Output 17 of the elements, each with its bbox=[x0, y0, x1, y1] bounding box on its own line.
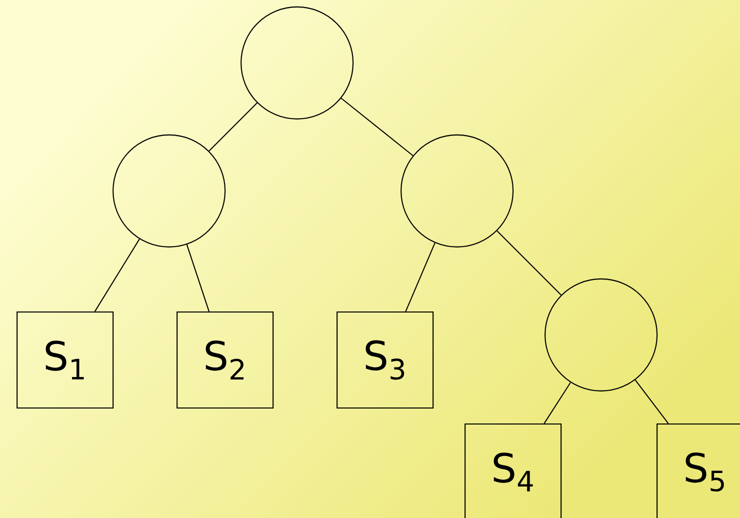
tree-node-circle bbox=[400, 134, 514, 248]
tree-edge bbox=[634, 380, 669, 424]
tree-node-circle bbox=[544, 278, 658, 392]
tree-edge bbox=[544, 382, 571, 424]
tree-edge bbox=[405, 242, 436, 312]
state-box: S$_{2}$ bbox=[176, 311, 274, 409]
tree-edge bbox=[340, 98, 414, 156]
tree-node-circle bbox=[240, 6, 354, 120]
state-box: S$_{4}$ bbox=[464, 423, 562, 518]
tree-edge bbox=[496, 230, 562, 296]
tree-node-circle bbox=[112, 134, 226, 248]
state-box: S$_{5}$ bbox=[656, 423, 740, 518]
state-box: S$_{3}$ bbox=[336, 311, 434, 409]
tree-edge bbox=[186, 244, 210, 312]
tree-edge bbox=[94, 238, 140, 312]
tree-edge bbox=[208, 102, 258, 152]
state-box: S$_{1}$ bbox=[16, 311, 114, 409]
